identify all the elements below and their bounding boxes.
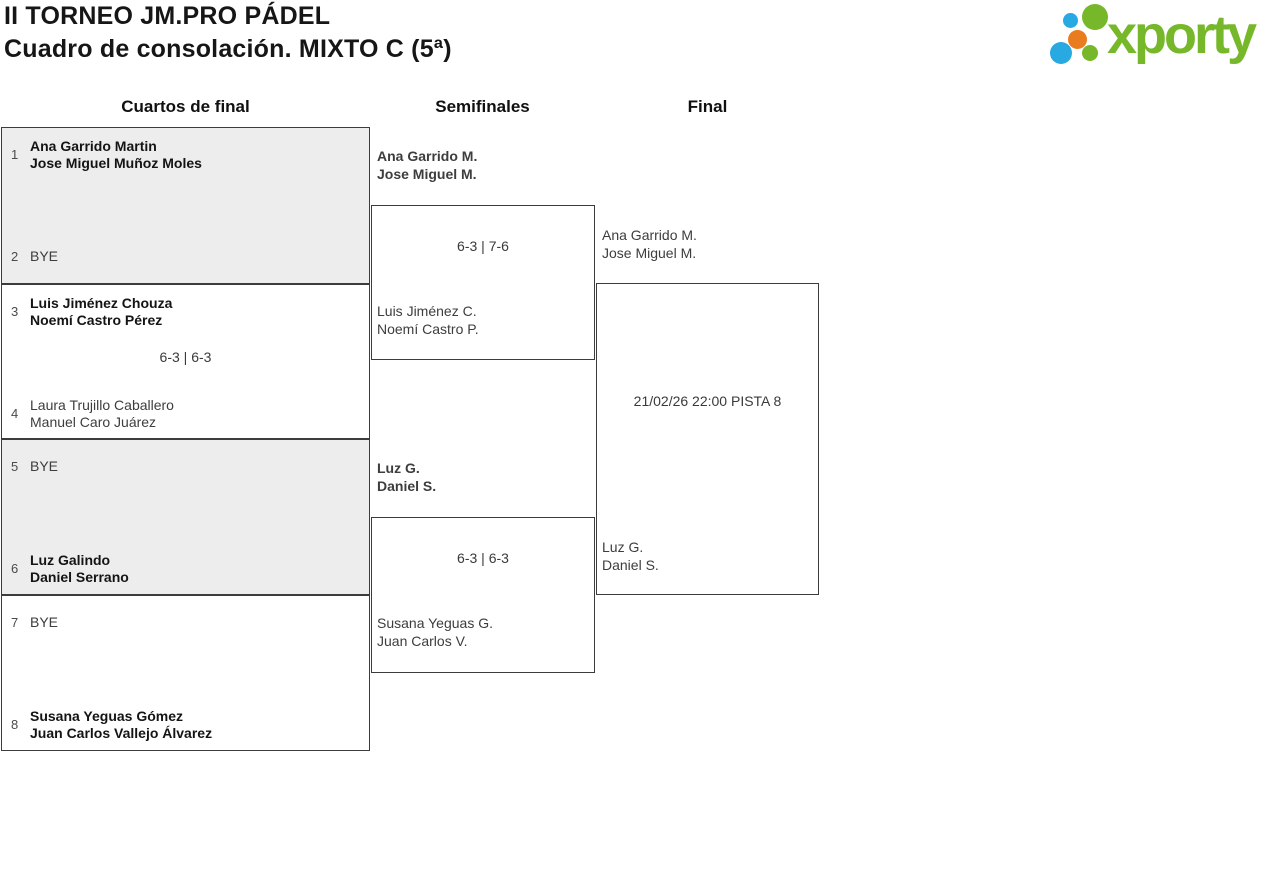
match-qf4: 7 BYE 8 Susana Yeguas Gómez Juan Carlos … — [1, 595, 370, 751]
match-sf1 — [371, 205, 595, 360]
player-name: Noemí Castro P. — [377, 321, 479, 337]
player-name: Susana Yeguas G. — [377, 615, 493, 631]
column-header-final: Final — [687, 97, 728, 116]
qf2-top-slot: 3 Luis Jiménez Chouza Noemí Castro Pérez — [2, 293, 369, 330]
logo-dot-icon — [1063, 13, 1078, 28]
seed-number: 4 — [11, 406, 19, 421]
final-team-bottom: Luz G. Daniel S. — [602, 538, 659, 574]
team-names: Susana Yeguas Gómez Juan Carlos Vallejo … — [30, 708, 212, 742]
player-name: Luis Jiménez C. — [377, 303, 477, 319]
seed-number: 3 — [11, 304, 19, 319]
match-qf2: 3 Luis Jiménez Chouza Noemí Castro Pérez… — [1, 284, 370, 439]
sf1-team-bottom: Luis Jiménez C. Noemí Castro P. — [377, 302, 479, 338]
player-name: Manuel Caro Juárez — [30, 413, 157, 430]
team-names: BYE — [30, 248, 58, 265]
xporty-logo-text: xporty — [1107, 5, 1257, 65]
seed-number: 7 — [11, 615, 19, 630]
team-names: Luz Galindo Daniel Serrano — [30, 552, 129, 586]
logo-dot-icon — [1082, 4, 1108, 30]
player-name: Ana Garrido M. — [377, 148, 478, 164]
seed-number: 8 — [11, 717, 19, 732]
player-name: Luz G. — [602, 539, 644, 555]
player-name: Jose Miguel M. — [602, 245, 697, 261]
player-name: Jose Miguel M. — [377, 166, 477, 182]
player-name: Noemí Castro Pérez — [30, 311, 163, 328]
player-name: Jose Miguel Muñoz Moles — [30, 154, 202, 171]
qf1-top-slot: 1 Ana Garrido Martin Jose Miguel Muñoz M… — [2, 136, 369, 173]
sf1-team-top: Ana Garrido M. Jose Miguel M. — [377, 147, 477, 183]
seed-number: 6 — [11, 561, 19, 576]
logo-dot-icon — [1050, 42, 1072, 64]
team-names: BYE — [30, 458, 58, 475]
player-name: Ana Garrido Martin — [30, 137, 157, 154]
player-name: Juan Carlos V. — [377, 633, 468, 649]
player-name: Luz G. — [377, 460, 420, 476]
team-names: BYE — [30, 614, 58, 631]
seed-number: 1 — [11, 147, 19, 162]
player-name: Daniel S. — [602, 557, 659, 573]
team-names: Luis Jiménez Chouza Noemí Castro Pérez — [30, 295, 172, 329]
qf3-bottom-slot: 6 Luz Galindo Daniel Serrano — [2, 550, 369, 587]
match-qf3: 5 BYE 6 Luz Galindo Daniel Serrano — [1, 439, 370, 595]
player-name: Laura Trujillo Caballero — [30, 396, 174, 413]
player-name: Juan Carlos Vallejo Álvarez — [30, 724, 213, 741]
final-team-top: Ana Garrido M. Jose Miguel M. — [602, 226, 697, 262]
match-final — [596, 283, 819, 595]
player-name: BYE — [30, 458, 59, 474]
player-name: BYE — [30, 248, 59, 264]
player-name: Luz Galindo — [30, 551, 111, 568]
qf2-bottom-slot: 4 Laura Trujillo Caballero Manuel Caro J… — [2, 395, 369, 432]
player-name: Daniel S. — [377, 478, 437, 494]
sf2-team-bottom: Susana Yeguas G. Juan Carlos V. — [377, 614, 493, 650]
player-name: Susana Yeguas Gómez — [30, 707, 184, 724]
xporty-logo[interactable]: xporty — [1045, 0, 1280, 75]
logo-dot-icon — [1068, 30, 1087, 49]
player-name: Ana Garrido M. — [602, 227, 697, 243]
qf2-score: 6-3 | 6-3 — [159, 349, 212, 365]
qf4-top-slot: 7 BYE — [2, 604, 369, 641]
final-match-info: 21/02/26 22:00 PISTA 8 — [633, 393, 782, 409]
player-name: Daniel Serrano — [30, 568, 129, 585]
team-names: Laura Trujillo Caballero Manuel Caro Juá… — [30, 397, 174, 431]
seed-number: 5 — [11, 459, 19, 474]
column-header-quarterfinals: Cuartos de final — [121, 97, 250, 116]
page-subtitle: Cuadro de consolación. MIXTO C (5ª) — [4, 35, 452, 63]
sf2-team-top: Luz G. Daniel S. — [377, 459, 436, 495]
player-name: BYE — [30, 614, 59, 630]
page-title: II TORNEO JM.PRO PÁDEL — [4, 2, 331, 30]
qf4-bottom-slot: 8 Susana Yeguas Gómez Juan Carlos Vallej… — [2, 706, 369, 743]
match-qf1: 1 Ana Garrido Martin Jose Miguel Muñoz M… — [1, 127, 370, 284]
qf1-bottom-slot: 2 BYE — [2, 238, 369, 275]
qf3-top-slot: 5 BYE — [2, 448, 369, 485]
sf2-score: 6-3 | 6-3 — [457, 550, 509, 566]
team-names: Ana Garrido Martin Jose Miguel Muñoz Mol… — [30, 138, 202, 172]
seed-number: 2 — [11, 249, 19, 264]
column-header-semifinals: Semifinales — [435, 97, 530, 116]
sf1-score: 6-3 | 7-6 — [457, 238, 509, 254]
match-sf2 — [371, 517, 595, 673]
logo-dot-icon — [1082, 45, 1098, 61]
player-name: Luis Jiménez Chouza — [30, 294, 173, 311]
